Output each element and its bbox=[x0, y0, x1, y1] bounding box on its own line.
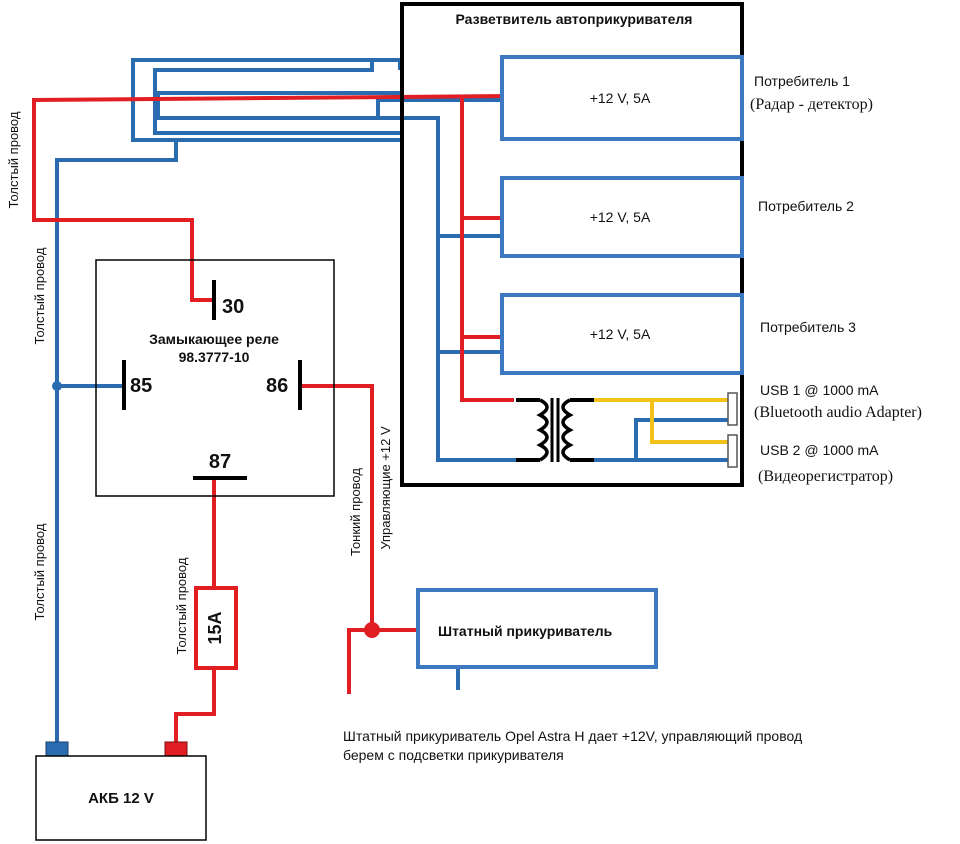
usb-port-2[interactable] bbox=[727, 434, 738, 468]
note-line-1: Штатный прикуриватель Opel Astra H дает … bbox=[343, 728, 802, 744]
cable-outline-inner bbox=[156, 91, 400, 120]
usb-2-name: USB 2 @ 1000 mA bbox=[760, 442, 879, 458]
relay-pin-87-label: 87 bbox=[209, 451, 231, 473]
relay-model: 98.3777-10 bbox=[179, 349, 250, 365]
battery-negative-terminal bbox=[45, 741, 69, 757]
battery-label: АКБ 12 V bbox=[88, 790, 154, 807]
battery-box bbox=[35, 755, 207, 841]
junction-negative bbox=[52, 381, 62, 391]
relay-title: Замыкающее реле bbox=[149, 331, 279, 347]
usb-2-note: (Видеорегистратор) bbox=[758, 468, 893, 485]
battery-negative-wire bbox=[55, 140, 178, 745]
splitter-title: Разветвитель автоприкуривателя bbox=[456, 11, 693, 27]
wire-label-thick-4: Толстый провод bbox=[174, 557, 189, 654]
usb-1-note: (Bluetooth audio Adapter) bbox=[754, 404, 922, 421]
consumer-1-name: Потребитель 1 bbox=[754, 73, 850, 89]
fuse-label: 15A bbox=[205, 611, 225, 644]
lighter-box bbox=[416, 588, 658, 669]
output-label-3: +12 V, 5A bbox=[590, 326, 651, 342]
splitter-outputs bbox=[500, 55, 744, 375]
splitter-negative-top bbox=[376, 98, 502, 118]
lighter-label: Штатный прикуриватель bbox=[438, 623, 613, 639]
fuse-wire-bottom bbox=[174, 668, 216, 745]
output-box-3 bbox=[500, 293, 744, 375]
splitter-negative-feed bbox=[400, 116, 516, 462]
cable-outline-mid bbox=[153, 60, 400, 135]
wire-label-thin: Тонкий провод bbox=[348, 468, 363, 556]
control-stub bbox=[347, 628, 372, 694]
consumer-1-note: (Радар - детектор) bbox=[750, 96, 873, 113]
relay-pin-86-label: 86 bbox=[266, 375, 288, 397]
relay-pin-85-label: 85 bbox=[130, 375, 152, 397]
wire-label-thick-3: Толстый провод bbox=[32, 523, 47, 620]
fuse-box bbox=[194, 586, 238, 670]
consumer-2-name: Потребитель 2 bbox=[758, 198, 854, 214]
relay-box bbox=[95, 259, 335, 497]
control-wire bbox=[300, 384, 418, 632]
positive-wires bbox=[32, 94, 517, 745]
usb-port-1[interactable] bbox=[727, 392, 738, 426]
usb-1-name: USB 1 @ 1000 mA bbox=[760, 382, 879, 398]
wire-label-thick-2: Толстый провод bbox=[32, 247, 47, 344]
relay-pin-30-label: 30 bbox=[222, 296, 244, 318]
wire-label-thick-1: Толстый провод bbox=[6, 111, 21, 208]
usb-wires bbox=[594, 398, 728, 444]
output-label-1: +12 V, 5A bbox=[590, 90, 651, 106]
output-label-2: +12 V, 5A bbox=[590, 209, 651, 225]
output-box-1 bbox=[500, 55, 744, 141]
output-box-2 bbox=[500, 176, 744, 258]
note-line-2: берем с подсветки прикуривателя bbox=[343, 747, 564, 763]
battery-positive-terminal bbox=[164, 741, 188, 757]
junction-control bbox=[364, 622, 380, 638]
splitter-positive-rail bbox=[460, 96, 514, 402]
wire-label-control: Управляющие +12 V bbox=[378, 426, 393, 550]
thick-feed-wire bbox=[32, 94, 517, 302]
consumer-3-name: Потребитель 3 bbox=[760, 319, 856, 335]
transformer-icon bbox=[516, 398, 594, 462]
